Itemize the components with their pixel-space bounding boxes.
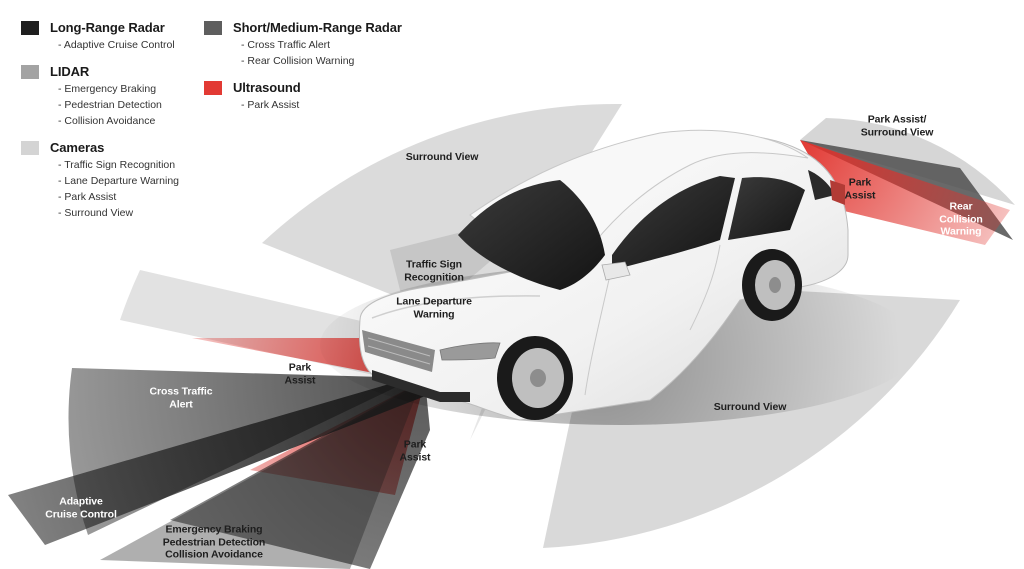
legend-item: - Adaptive Cruise Control	[58, 37, 175, 53]
legend-title: Ultrasound	[233, 80, 301, 95]
legend-item: - Collision Avoidance	[58, 113, 162, 129]
long-range-radar-swatch	[21, 21, 39, 35]
legend-item: - Surround View	[58, 205, 179, 221]
label-park-assist-surround-view-rear: Park Assist/ Surround View	[861, 114, 934, 139]
legend-item: - Pedestrian Detection	[58, 97, 162, 113]
legend-title: Long-Range Radar	[50, 20, 165, 35]
legend-cameras: Cameras - Traffic Sign Recognition - Lan…	[21, 140, 179, 221]
label-park-assist-front-left: Park Assist	[285, 362, 316, 387]
label-traffic-sign-recognition: Traffic Sign Recognition	[404, 259, 464, 284]
legend-item: - Traffic Sign Recognition	[58, 157, 179, 173]
legend-title: Short/Medium-Range Radar	[233, 20, 402, 35]
ultrasound-swatch	[204, 81, 222, 95]
legend-lidar: LIDAR - Emergency Braking - Pedestrian D…	[21, 64, 162, 129]
label-cross-traffic-alert: Cross Traffic Alert	[150, 386, 213, 411]
short-medium-radar-swatch	[204, 21, 222, 35]
label-lane-departure-warning: Lane Departure Warning	[396, 296, 472, 321]
legend-item: - Park Assist	[58, 189, 179, 205]
legend-title: Cameras	[50, 140, 104, 155]
label-park-assist-rear: Park Assist	[845, 177, 876, 202]
legend-ultrasound: Ultrasound - Park Assist	[204, 80, 301, 113]
legend-item: - Park Assist	[241, 97, 301, 113]
legend-item: - Rear Collision Warning	[241, 53, 402, 69]
label-surround-view-top: Surround View	[406, 151, 479, 164]
label-rear-collision-warning: Rear Collision Warning	[930, 200, 993, 238]
legend-item: - Cross Traffic Alert	[241, 37, 402, 53]
legend-item: - Emergency Braking	[58, 81, 162, 97]
label-surround-view-side: Surround View	[714, 401, 787, 414]
label-park-assist-front-right: Park Assist	[400, 439, 431, 464]
lidar-swatch	[21, 65, 39, 79]
legend-long-range-radar: Long-Range Radar - Adaptive Cruise Contr…	[21, 20, 175, 53]
legend-title: LIDAR	[50, 64, 89, 79]
legend-item: - Lane Departure Warning	[58, 173, 179, 189]
label-emergency-braking-group: Emergency Braking Pedestrian Detection C…	[163, 523, 265, 561]
legend-short-medium-radar: Short/Medium-Range Radar - Cross Traffic…	[204, 20, 402, 69]
label-adaptive-cruise-control: Adaptive Cruise Control	[45, 496, 117, 521]
cameras-swatch	[21, 141, 39, 155]
